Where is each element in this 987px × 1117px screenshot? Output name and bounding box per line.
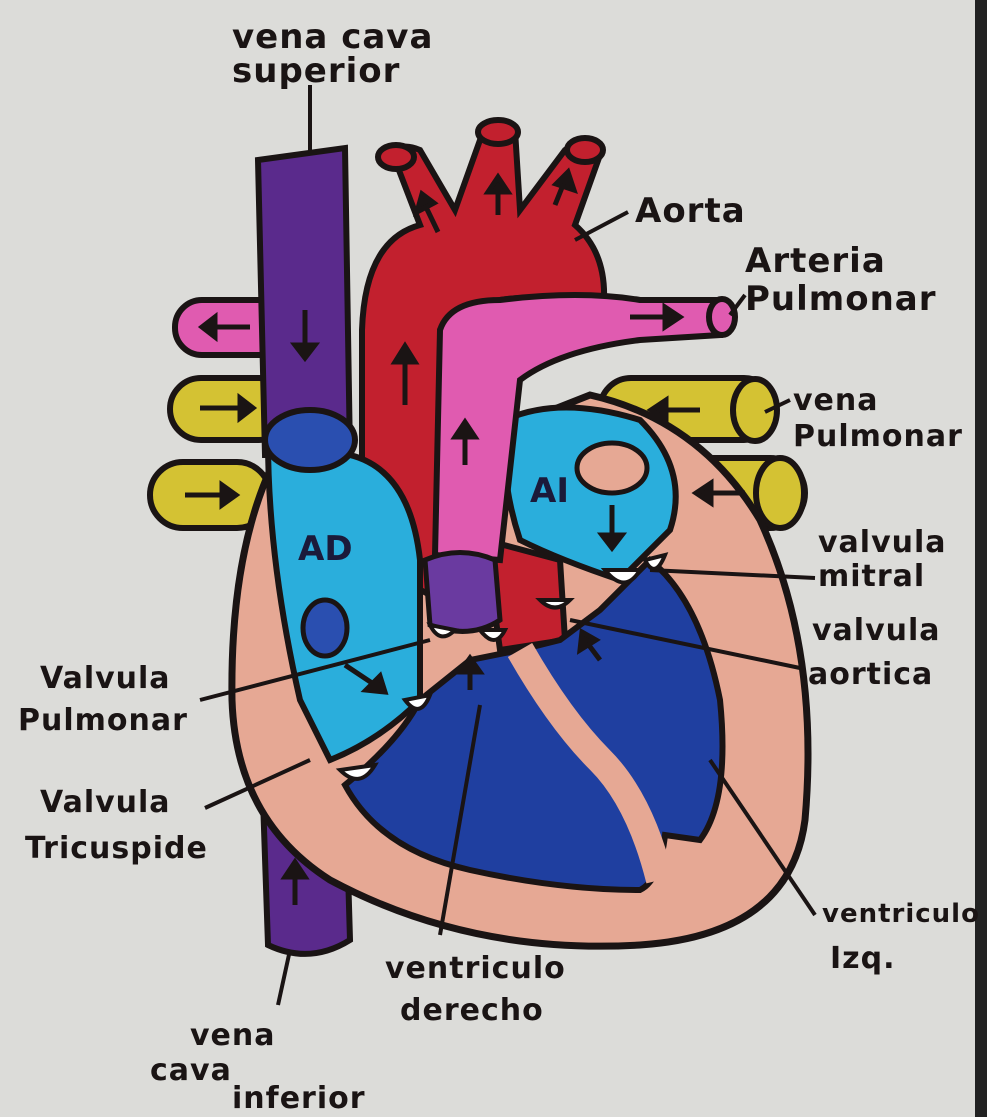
- label-aorta: Aorta: [635, 191, 746, 231]
- label-vena-cava-inferior-3: inferior: [232, 1081, 366, 1116]
- label-right-atrium: AD: [298, 529, 353, 569]
- label-vena-cava-inferior-2: cava: [150, 1053, 232, 1088]
- label-valvula-pulmonar-2: Pulmonar: [18, 703, 188, 738]
- label-valvula-tricuspide-1: Valvula: [40, 785, 171, 820]
- vena-cava-opening: [265, 410, 355, 470]
- label-valvula-pulmonar-1: Valvula: [40, 661, 171, 696]
- label-vena-cava-inferior-1: vena: [190, 1018, 276, 1053]
- label-vena-pulmonar-1: vena: [793, 383, 879, 418]
- pulmonary-valve-area: [425, 553, 500, 632]
- label-valvula-mitral-2: mitral: [818, 559, 925, 594]
- label-arteria-pulmonar-2: Pulmonar: [745, 279, 936, 319]
- label-ventriculo-izq-1: ventriculo: [822, 899, 980, 929]
- pulmonary-vein-opening: [577, 443, 647, 493]
- label-ventriculo-izq-2: Izq.: [830, 941, 896, 976]
- label-left-atrium: AI: [530, 471, 569, 511]
- label-valvula-aortica-1: valvula: [812, 613, 941, 648]
- label-ventriculo-derecho-1: ventriculo: [385, 951, 566, 986]
- label-vena-cava-superior-2: superior: [232, 51, 400, 91]
- label-vena-pulmonar-2: Pulmonar: [793, 419, 963, 454]
- coronary-sinus: [303, 600, 347, 656]
- label-valvula-aortica-2: aortica: [808, 657, 933, 692]
- paper-edge: [975, 0, 987, 1117]
- label-ventriculo-derecho-2: derecho: [400, 993, 544, 1028]
- label-arteria-pulmonar-1: Arteria: [745, 241, 886, 281]
- label-valvula-mitral-1: valvula: [818, 525, 947, 560]
- label-valvula-tricuspide-2: Tricuspide: [25, 831, 208, 866]
